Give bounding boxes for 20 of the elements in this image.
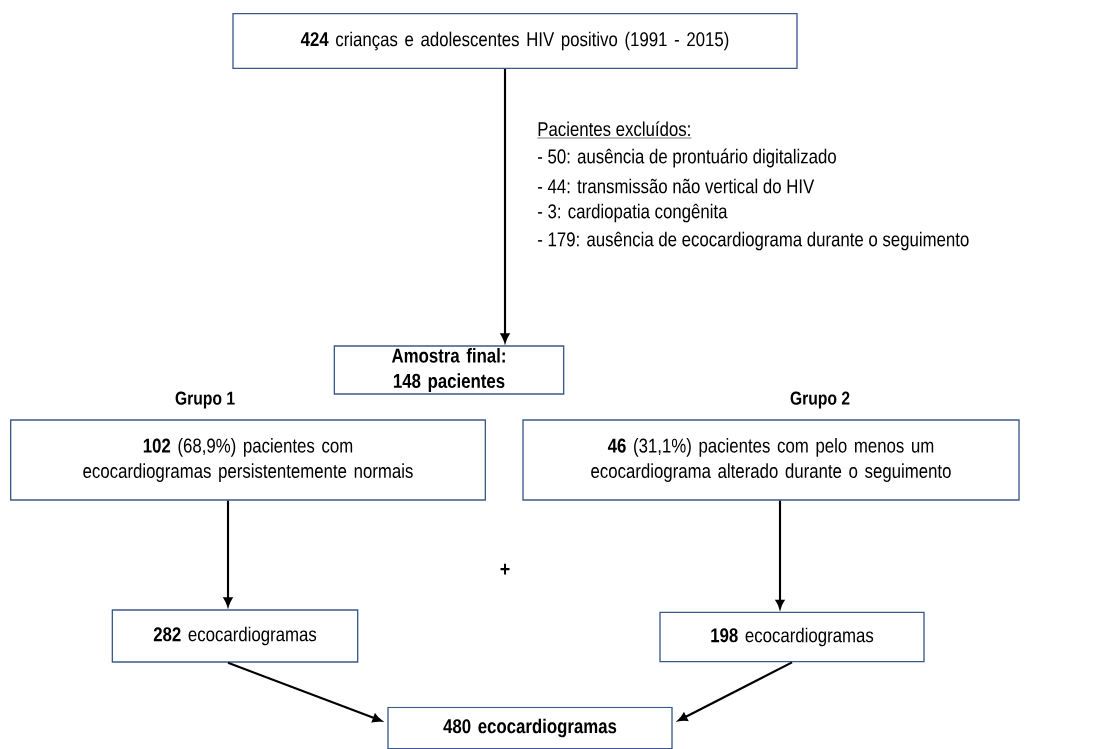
process-box: 46 (31,1%) pacientes com pelo menos um ecocardiograma alterado durante o seguimento <box>522 419 1020 501</box>
arrow <box>677 661 793 722</box>
list-item: - 50: ausência de prontuário digitalizado <box>538 148 836 168</box>
list-item: - 3: cardiopatia congênita <box>538 203 728 223</box>
arrow <box>500 69 510 343</box>
process-box: 480 ecocardiogramas <box>387 706 673 749</box>
arrow <box>775 500 785 609</box>
process-box: Amostra final: 148 pacientes <box>333 345 565 395</box>
arrow <box>227 661 382 723</box>
process-box: 282 ecocardiogramas <box>111 609 359 663</box>
process-box: 198 ecocardiogramas <box>659 611 925 663</box>
plus-sign: + <box>500 563 510 575</box>
process-box: 424 crianças e adolescentes HIV positivo (1991 - 2015) <box>232 13 798 69</box>
list-heading: Pacientes excluídos: <box>537 121 692 139</box>
list-item: - 44: transmissão não vertical do HIV <box>538 178 815 194</box>
process-box: 102 (68,9%) pacientes com ecocardiogramas persistentemente normais <box>10 419 486 501</box>
list-item: - 179: ausência de ecocardiograma durante o seguimento <box>538 231 969 251</box>
group-heading: Grupo 1 <box>175 391 235 409</box>
group-heading: Grupo 2 <box>790 391 850 409</box>
arrow <box>223 500 233 607</box>
